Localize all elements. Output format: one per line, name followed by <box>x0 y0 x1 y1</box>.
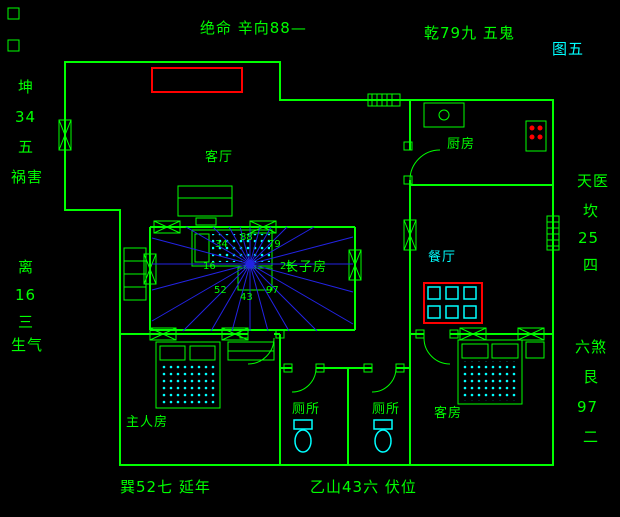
label-right-upper-2: 坎 <box>583 202 599 220</box>
room-label-master: 主人房 <box>126 414 168 430</box>
compass-number: 88 <box>240 232 253 243</box>
dining-table <box>423 282 483 324</box>
room-label-dining: 餐厅 <box>428 249 456 265</box>
room-label-living: 客厅 <box>205 149 233 165</box>
label-left-lower-4: 生气 <box>11 336 43 354</box>
room-label-guest: 客房 <box>434 405 462 421</box>
label-left-upper-1: 坤 <box>18 78 34 96</box>
compass-rays <box>151 226 354 332</box>
figure-tag: 图五 <box>552 40 584 58</box>
label-left-upper-2: 34 <box>15 108 36 126</box>
room-label-toilet-right: 厕所 <box>372 402 400 417</box>
compass-numbers: 88 79 25 97 43 52 16 34 <box>203 232 293 303</box>
label-right-lower-4: 二 <box>583 428 599 446</box>
stove-burners-icon <box>529 125 543 140</box>
toilet-fixture-icon <box>293 419 393 453</box>
compass-number: 52 <box>214 285 227 296</box>
compass-number: 79 <box>268 239 281 250</box>
label-right-upper-4: 四 <box>583 256 599 274</box>
label-top-right: 乾79九 五鬼 <box>424 24 515 42</box>
compass-number: 97 <box>266 285 279 296</box>
label-bottom-left: 巽52七 延年 <box>120 478 211 496</box>
compass-number: 16 <box>203 261 216 272</box>
label-right-lower-3: 97 <box>577 398 598 416</box>
label-left-upper-4: 祸害 <box>11 168 43 186</box>
label-right-upper-1: 天医 <box>577 172 609 190</box>
walls <box>64 61 554 466</box>
label-right-upper-3: 25 <box>578 229 599 247</box>
compass-number: 25 <box>280 261 293 272</box>
flower-planter <box>151 67 243 93</box>
label-right-lower-1: 六煞 <box>575 338 607 356</box>
label-top-left: 绝命 辛向88— <box>200 19 307 37</box>
compass-number: 43 <box>240 292 253 303</box>
label-bottom-center: 乙山43六 伏位 <box>310 478 417 496</box>
label-left-lower-1: 离 <box>18 258 34 276</box>
room-label-eldest-son: 长子房 <box>285 259 327 275</box>
label-right-lower-2: 艮 <box>583 368 599 386</box>
label-left-lower-3: 三 <box>18 313 34 331</box>
label-left-upper-3: 五 <box>18 138 34 156</box>
dining-chairs <box>427 286 477 319</box>
furniture-green <box>123 102 547 409</box>
label-left-lower-2: 16 <box>15 286 36 304</box>
room-label-toilet-left: 厕所 <box>292 402 320 417</box>
window-symbols <box>58 93 560 341</box>
room-label-kitchen: 厨房 <box>447 136 475 152</box>
corner-marker-icon <box>7 7 20 52</box>
compass-number: 34 <box>215 239 228 250</box>
